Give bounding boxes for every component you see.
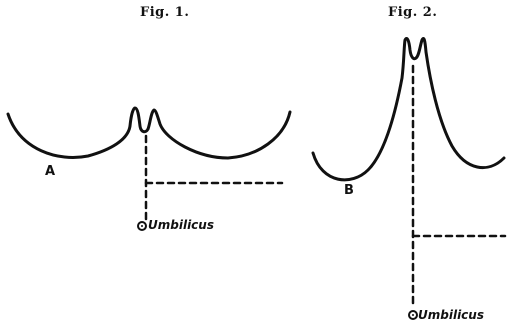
figure-2 — [311, 36, 507, 320]
fig1-umbilicus-point — [137, 221, 147, 231]
figure-2-title: Fig. 2. — [388, 5, 438, 20]
figure-1-curve-label: A — [45, 164, 56, 179]
figure-2-curve-label: B — [344, 183, 354, 198]
figure-1-title: Fig. 1. — [140, 5, 190, 20]
figure-1 — [6, 106, 292, 231]
fig1-curve-left — [6, 106, 150, 159]
fig2-umbilicus-point — [408, 310, 418, 320]
figure-2-umbilicus-label: Umbilicus — [418, 308, 484, 322]
fig2-umbilicus-dot — [412, 314, 414, 316]
figure-1-umbilicus-label: Umbilicus — [148, 218, 214, 232]
fig1-umbilicus-dot — [141, 225, 143, 227]
fig2-curve-left — [311, 36, 418, 182]
fig1-curve-right — [146, 108, 292, 160]
fig2-curve-right — [414, 37, 506, 169]
